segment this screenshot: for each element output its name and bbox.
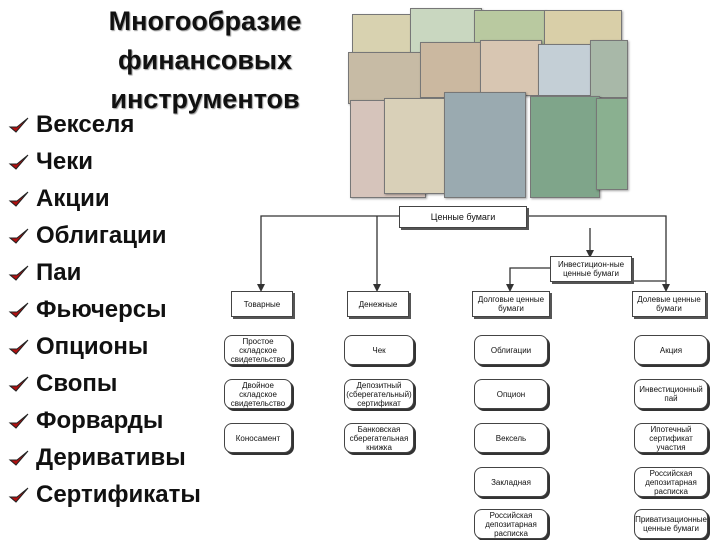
list-item-label: Сертификаты bbox=[36, 481, 201, 508]
goods-item: Двойное складское свидетельство bbox=[224, 379, 292, 409]
checkmark-icon bbox=[8, 228, 29, 244]
list-item: Чеки bbox=[8, 143, 93, 181]
list-item-label: Свопы bbox=[36, 370, 118, 397]
certificate-image bbox=[596, 98, 628, 190]
debt-item: Опцион bbox=[474, 379, 548, 409]
equity-item: Российская депозитарная расписка bbox=[634, 467, 708, 497]
list-item-label: Паи bbox=[36, 259, 82, 286]
list-item-label: Акции bbox=[36, 185, 110, 212]
list-item: Векселя bbox=[8, 106, 134, 144]
debt-item: Облигации bbox=[474, 335, 548, 365]
money-item: Депозитный (сберегательный) сертификат bbox=[344, 379, 414, 409]
equity-header: Долевые ценные бумаги bbox=[632, 291, 706, 317]
root-node: Ценные бумаги bbox=[399, 206, 527, 228]
list-item-label: Облигации bbox=[36, 222, 167, 249]
checkmark-icon bbox=[8, 413, 29, 429]
investment-node: Инвестицион-ные ценные бумаги bbox=[550, 256, 632, 282]
checkmark-icon bbox=[8, 487, 29, 503]
checkmark-icon bbox=[8, 376, 29, 392]
securities-collage-image bbox=[340, 0, 640, 200]
slide-title: Многообразие финансовых инструментов bbox=[108, 6, 302, 114]
checkmark-icon bbox=[8, 117, 29, 133]
list-item-label: Деривативы bbox=[36, 444, 186, 471]
list-item: Сертификаты bbox=[8, 476, 201, 514]
checkmark-icon bbox=[8, 450, 29, 466]
equity-item: Ипотечный сертификат участия bbox=[634, 423, 708, 453]
debt-item: Российская депозитарная расписка bbox=[474, 509, 548, 539]
checkmark-icon bbox=[8, 191, 29, 207]
debt-item: Вексель bbox=[474, 423, 548, 453]
list-item: Свопы bbox=[8, 365, 117, 403]
debt-item: Закладная bbox=[474, 467, 548, 497]
list-item: Акции bbox=[8, 180, 110, 218]
money-item: Чек bbox=[344, 335, 414, 365]
list-item-label: Фьючерсы bbox=[36, 296, 167, 323]
equity-item: Инвестиционный пай bbox=[634, 379, 708, 409]
list-item: Деривативы bbox=[8, 439, 186, 477]
list-item-label: Опционы bbox=[36, 333, 149, 360]
list-item-label: Векселя bbox=[36, 111, 135, 138]
checkmark-icon bbox=[8, 302, 29, 318]
list-item: Облигации bbox=[8, 217, 167, 255]
certificate-image bbox=[444, 92, 526, 198]
money-header: Денежные bbox=[347, 291, 409, 317]
checkmark-icon bbox=[8, 339, 29, 355]
list-item: Опционы bbox=[8, 328, 148, 366]
certificate-image bbox=[530, 96, 600, 198]
certificate-image bbox=[590, 40, 628, 98]
checkmark-icon bbox=[8, 154, 29, 170]
equity-item: Акция bbox=[634, 335, 708, 365]
checkmark-icon bbox=[8, 265, 29, 281]
list-item-label: Чеки bbox=[36, 148, 93, 175]
list-item: Фьючерсы bbox=[8, 291, 167, 329]
goods-item: Коносамент bbox=[224, 423, 292, 453]
goods-header: Товарные bbox=[231, 291, 293, 317]
list-item-label: Форварды bbox=[36, 407, 164, 434]
money-item: Банковская сберегательная книжка bbox=[344, 423, 414, 453]
debt-header: Долговые ценные бумаги bbox=[472, 291, 550, 317]
equity-item: Приватизационные ценные бумаги bbox=[634, 509, 708, 539]
goods-item: Простое складское свидетельство bbox=[224, 335, 292, 365]
list-item: Форварды bbox=[8, 402, 163, 440]
list-item: Паи bbox=[8, 254, 81, 292]
